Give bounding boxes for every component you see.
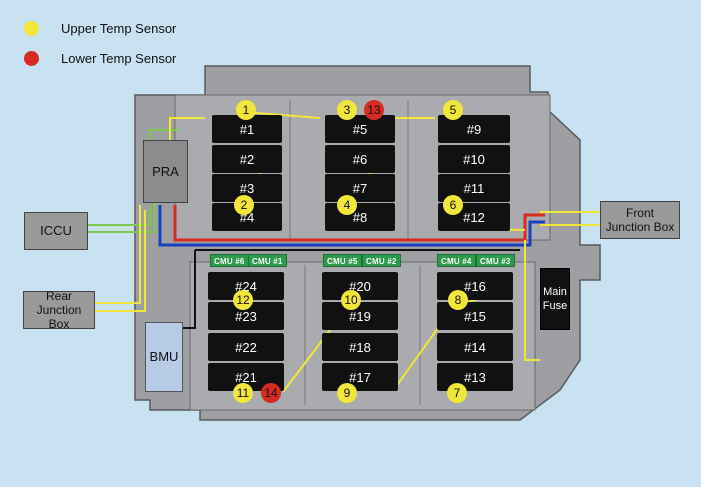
module-14: #14 bbox=[437, 333, 513, 361]
upper-sensor-12: 12 bbox=[233, 290, 253, 310]
main-fuse-label: Main Fuse bbox=[542, 286, 568, 312]
cmu-3: CMU #3 bbox=[476, 254, 515, 267]
bus-yellow-fuse bbox=[524, 240, 540, 361]
upper-sensor-2: 2 bbox=[234, 195, 254, 215]
pra-label: PRA bbox=[152, 163, 179, 179]
upper-sensor-10: 10 bbox=[341, 290, 361, 310]
front-junction-label: Front Junction Box bbox=[605, 206, 675, 234]
module-5: #5 bbox=[325, 115, 395, 143]
module-7: #7 bbox=[325, 174, 395, 202]
bus-yellow-rear2 bbox=[95, 210, 146, 312]
upper-sensor-5: 5 bbox=[443, 100, 463, 120]
upper-sensor-6: 6 bbox=[443, 195, 463, 215]
cmu-2: CMU #2 bbox=[362, 254, 401, 267]
iccu-box: ICCU bbox=[24, 212, 88, 250]
upper-sensor-9: 9 bbox=[337, 383, 357, 403]
cmu-6: CMU #6 bbox=[210, 254, 249, 267]
bmu-label: BMU bbox=[149, 349, 179, 364]
upper-sensor-1: 1 bbox=[236, 100, 256, 120]
module-8: #8 bbox=[325, 203, 395, 231]
module-22: #22 bbox=[208, 333, 284, 361]
upper-sensor-3: 3 bbox=[337, 100, 357, 120]
bus-yellow-top bbox=[169, 117, 205, 140]
bus-blue bbox=[158, 205, 545, 247]
lower-sensor-14: 14 bbox=[261, 383, 281, 403]
upper-sensor-swatch bbox=[24, 21, 39, 36]
module-6: #6 bbox=[325, 145, 395, 173]
front-junction-box: Front Junction Box bbox=[600, 201, 680, 239]
cmu-1: CMU #1 bbox=[248, 254, 287, 267]
pra-box: PRA bbox=[143, 140, 188, 203]
cmu-5: CMU #5 bbox=[323, 254, 362, 267]
main-fuse-box: Main Fuse bbox=[540, 268, 570, 330]
module-20: #20 bbox=[322, 272, 398, 300]
upper-sensor-11: 11 bbox=[233, 383, 253, 403]
module-10: #10 bbox=[438, 145, 510, 173]
upper-sensor-4: 4 bbox=[337, 195, 357, 215]
rear-junction-label: Rear Junction Box bbox=[36, 289, 82, 331]
legend-lower: Lower Temp Sensor bbox=[24, 51, 176, 66]
lower-sensor-13: 13 bbox=[364, 100, 384, 120]
module-2: #2 bbox=[212, 145, 282, 173]
bmu-box: BMU bbox=[145, 322, 183, 392]
bus-black-bmu bbox=[183, 250, 196, 329]
lower-sensor-swatch bbox=[24, 51, 39, 66]
rear-junction-box: Rear Junction Box bbox=[23, 289, 95, 331]
module-19: #19 bbox=[322, 302, 398, 330]
legend-upper-label: Upper Temp Sensor bbox=[61, 21, 177, 36]
legend-upper: Upper Temp Sensor bbox=[24, 21, 176, 36]
legend-lower-label: Lower Temp Sensor bbox=[61, 51, 177, 66]
module-18: #18 bbox=[322, 333, 398, 361]
module-15: #15 bbox=[437, 302, 513, 330]
upper-sensor-8: 8 bbox=[448, 290, 468, 310]
bus-yellow-rear bbox=[95, 205, 141, 304]
module-11: #11 bbox=[438, 174, 510, 202]
module-17: #17 bbox=[322, 363, 398, 391]
upper-sensor-7: 7 bbox=[447, 383, 467, 403]
module-13: #13 bbox=[437, 363, 513, 391]
cmu-4: CMU #4 bbox=[437, 254, 476, 267]
